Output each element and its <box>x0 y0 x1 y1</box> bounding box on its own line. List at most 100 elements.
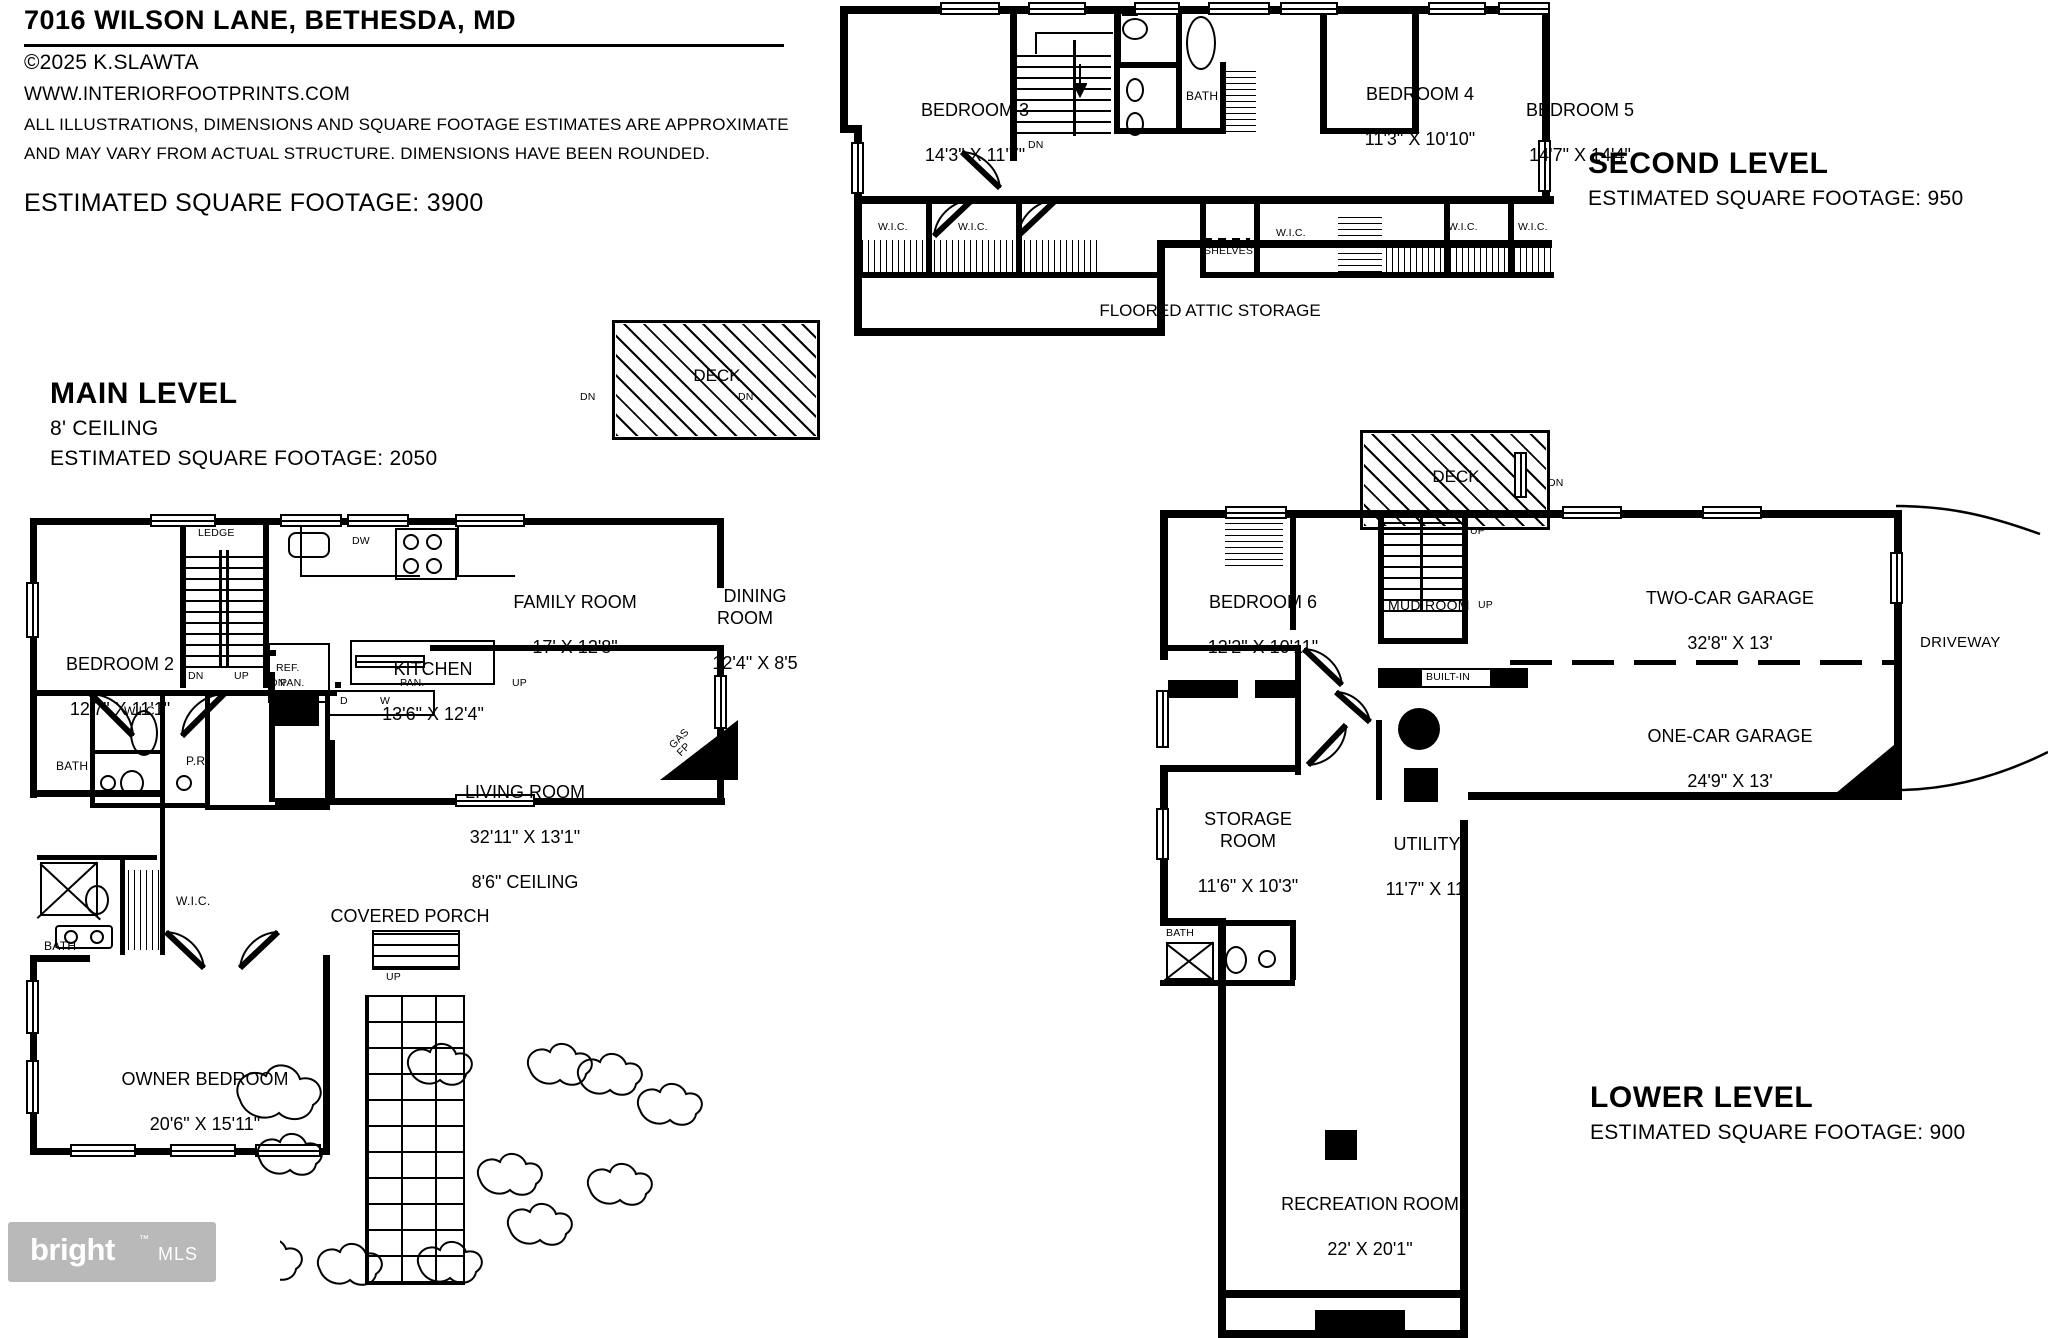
deck-hatch <box>616 324 816 436</box>
wall <box>210 805 330 810</box>
wall <box>1157 246 1165 336</box>
toilet-icon <box>85 885 109 915</box>
door-icon <box>1301 646 1345 688</box>
wall <box>717 518 724 588</box>
washer-label: W <box>380 695 391 707</box>
vanity-icon <box>55 925 113 949</box>
room-label-dining-room: DINING ROOM 12'4" X 8'5 <box>680 562 810 697</box>
fireplace <box>660 720 738 780</box>
stair-dn-label: DN <box>188 670 204 682</box>
driveway-lines <box>1895 504 2048 792</box>
room-name: UTILITY <box>1393 833 1461 854</box>
sink-icon <box>100 775 116 791</box>
stair-rail <box>1073 40 1076 136</box>
wall <box>840 125 860 133</box>
wic2-label: W.I.C. <box>958 221 988 233</box>
laundry-block <box>325 690 435 716</box>
wall <box>205 690 210 810</box>
room-dims: 11'7" X 11' <box>1385 878 1469 899</box>
sink-icon <box>90 930 104 944</box>
room-dims: 14'7" X 14'4" <box>1529 144 1631 165</box>
wall <box>1160 510 1168 660</box>
lower-level-sqft: ESTIMATED SQUARE FOOTAGE: 900 <box>1590 1121 1966 1144</box>
water-heater-icon <box>1398 708 1440 750</box>
stair-dn-label: DN <box>1028 139 1044 151</box>
wall <box>37 855 157 860</box>
wall <box>1160 980 1295 986</box>
wall <box>1254 196 1260 276</box>
room-name: LIVING ROOM <box>465 781 586 802</box>
pantry-block <box>275 696 319 726</box>
main-level-sqft: ESTIMATED SQUARE FOOTAGE: 2050 <box>50 447 438 470</box>
door-icon <box>1015 197 1059 239</box>
room-label-living-room: LIVING ROOM 32'11" X 13'1" 8'6" CEILING <box>415 758 615 916</box>
room-name: BEDROOM 5 <box>1525 99 1635 120</box>
wall <box>1218 1330 1468 1338</box>
wic4-label: W.I.C. <box>1448 221 1478 233</box>
stair-rail <box>219 550 222 668</box>
wall <box>1444 196 1450 276</box>
stair-up2-label: UP <box>1478 599 1493 611</box>
window <box>455 794 535 807</box>
window <box>26 980 39 1034</box>
deck-dn2-label: DN <box>738 391 754 403</box>
wall <box>1160 920 1290 926</box>
lower-level-floorplan: DECK DN BUILT-IN DRIVEWAY <box>1130 430 2048 1338</box>
deck-dn-label: DN <box>580 391 596 403</box>
wall <box>1468 792 1898 800</box>
bath-label: BATH <box>1186 89 1219 103</box>
garage-divider <box>1510 660 1900 665</box>
page-title: 7016 WILSON LANE, BETHESDA, MD <box>24 5 517 35</box>
second-level-title: SECOND LEVEL <box>1588 147 1829 180</box>
closet-shelf <box>128 870 160 950</box>
window <box>1156 690 1169 748</box>
room-label-bedroom2: BEDROOM 2 12'7" X 11'1" <box>30 630 190 743</box>
closet-shelf <box>1222 66 1256 132</box>
stair-rail <box>1420 516 1423 612</box>
wall <box>1320 128 1415 134</box>
pantry-label: PAN. <box>280 677 305 689</box>
room-dims: 24'9" X 13' <box>1687 770 1773 791</box>
window <box>1702 506 1762 519</box>
room-name: DINING ROOM <box>717 585 787 629</box>
wall <box>1010 6 1017 161</box>
watermark-suffix: MLS <box>158 1244 199 1264</box>
wall <box>90 803 210 808</box>
toilet-tank <box>1122 14 1138 16</box>
bath-lower-label: BATH <box>44 939 77 953</box>
closet-hatch <box>1225 520 1283 566</box>
wall <box>90 690 95 805</box>
wall <box>1114 62 1120 134</box>
wall <box>1114 62 1176 68</box>
wall <box>30 790 160 797</box>
powder-room-label: P.R. <box>186 754 209 768</box>
window <box>1208 2 1270 15</box>
door-icon <box>179 691 227 739</box>
door-icon <box>1334 689 1372 725</box>
wall <box>323 955 330 1155</box>
room-label-owner-bedroom: OWNER BEDROOM 20'6" X 15'11" <box>80 1045 310 1158</box>
room-label-covered-porch: COVERED PORCH <box>330 906 490 926</box>
counter-edge <box>457 525 459 577</box>
wall <box>30 955 37 1155</box>
window <box>1428 2 1486 15</box>
disclaimer-line-1: ALL ILLUSTRATIONS, DIMENSIONS AND SQUARE… <box>24 115 789 134</box>
wall <box>1376 720 1382 800</box>
counter-edge <box>300 575 420 577</box>
window <box>1280 2 1338 15</box>
window <box>1538 140 1551 192</box>
shower-icon <box>1166 942 1214 980</box>
porch-up-label: UP <box>386 971 401 983</box>
burner-icon <box>403 534 419 550</box>
wall-segment <box>1255 680 1301 698</box>
shelves-label: SHELVES <box>1204 245 1254 257</box>
wall <box>37 690 337 696</box>
room-note: 8'6" CEILING <box>471 871 579 892</box>
wall <box>1176 62 1182 134</box>
room-dims: 32'8" X 13' <box>1687 632 1773 653</box>
bath-label: BATH <box>1166 927 1195 939</box>
sink-icon <box>1126 112 1144 136</box>
window <box>1156 808 1169 860</box>
sink-icon <box>64 930 78 944</box>
main-level-floorplan: DECK DN UP LEDGE DW REF. PAN. D W PAN. B… <box>0 320 860 1300</box>
